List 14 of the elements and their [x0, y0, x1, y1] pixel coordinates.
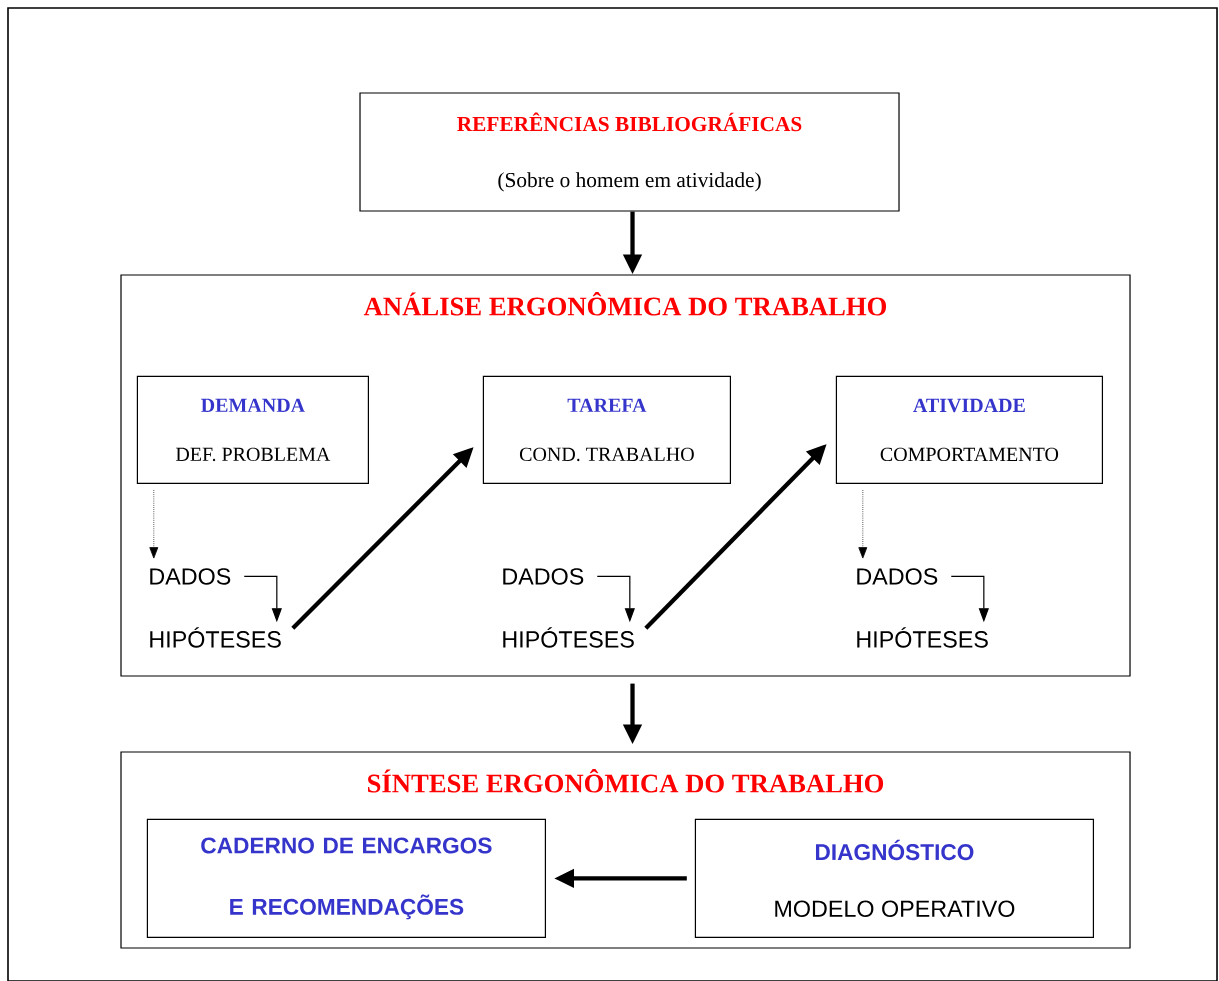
step-label: HIPÓTESES [857, 627, 988, 648]
stage-box: DEMANDA DEF. PROBLEMA [136, 375, 369, 484]
step-label: HIPÓTESES [503, 627, 634, 648]
step-label: HIPÓTESES [150, 627, 281, 648]
arrow [149, 489, 159, 559]
diagnosis-box: DIAGNÓSTICO MODELO OPERATIVO [694, 818, 1094, 938]
step-label: DADOS [503, 568, 584, 585]
stage-box: TAREFA COND. TRABALHO [482, 375, 731, 484]
step-label: DADOS [150, 568, 231, 585]
step-label: DADOS [857, 568, 938, 585]
reference-box: REFERÊNCIAS BIBLIOGRÁFICAS (Sobre o homem em atividade) [359, 92, 900, 212]
stage-box: ATIVIDADE COMPORTAMENTO [835, 375, 1103, 484]
arrow [858, 489, 868, 559]
result-box: CADERNO DE ENCARGOS E RECOMENDAÇÕES [146, 818, 546, 938]
